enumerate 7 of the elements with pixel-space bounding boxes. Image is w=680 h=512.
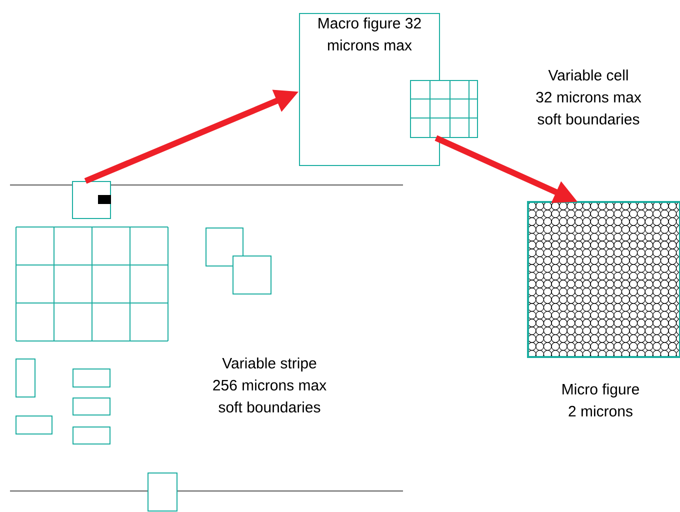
micro-figure-drawing [527,201,680,358]
cell-box [72,181,111,219]
macro-figure-box: Macro figure 32 microns max [299,13,440,166]
cell-grid [410,80,478,138]
caption-text: Variable stripe 256 microns max soft boundaries [213,358,326,412]
caption-text: Variable cell 32 microns max soft boundaries [536,70,642,124]
caption-text: Micro figure 2 microns [562,384,639,416]
